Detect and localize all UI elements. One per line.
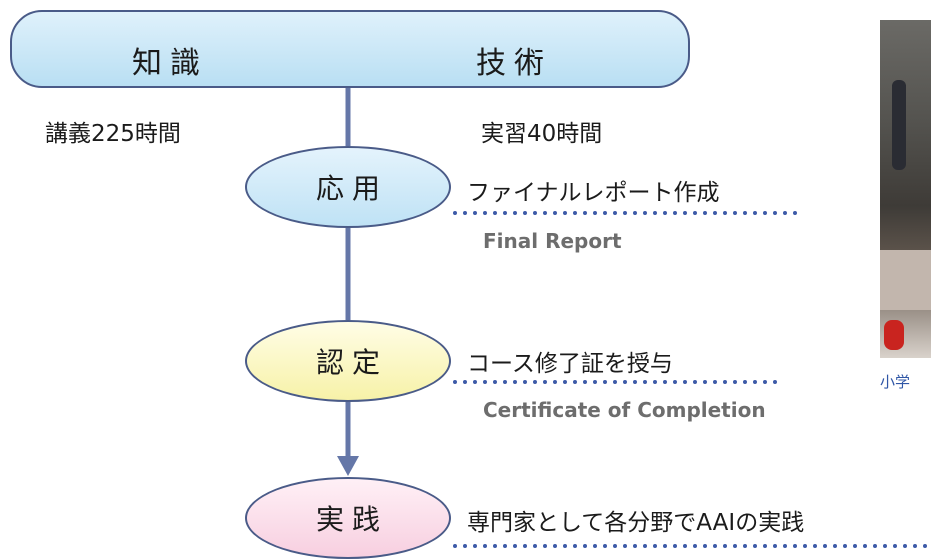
step-certification: 認定: [245, 320, 451, 402]
lecture-hours: 講義225時間: [45, 121, 181, 147]
knowledge-label: 知識: [132, 46, 208, 81]
practice-hours: 実習40時間: [481, 121, 603, 147]
step-practice-description: 専門家として各分野でAAIの実践: [467, 510, 805, 536]
step-application-label: 応用: [315, 172, 388, 205]
knowledge-skills-banner: [10, 10, 690, 88]
step-practice: 実践: [245, 477, 451, 559]
step-application-english: Final Report: [483, 229, 622, 253]
skills-label: 技術: [476, 46, 552, 81]
step-application: 応用: [245, 146, 451, 228]
classroom-photo: [880, 20, 931, 358]
step-practice-label: 実践: [315, 503, 388, 536]
step-certification-label: 認定: [315, 346, 388, 379]
step-certification-english: Certificate of Completion: [483, 398, 766, 422]
step-application-description: ファイナルレポート作成: [467, 180, 720, 206]
arrow-head-icon: [337, 456, 359, 476]
step-certification-description: コース修了証を授与: [467, 351, 673, 377]
photo-caption: 小学: [880, 373, 911, 391]
